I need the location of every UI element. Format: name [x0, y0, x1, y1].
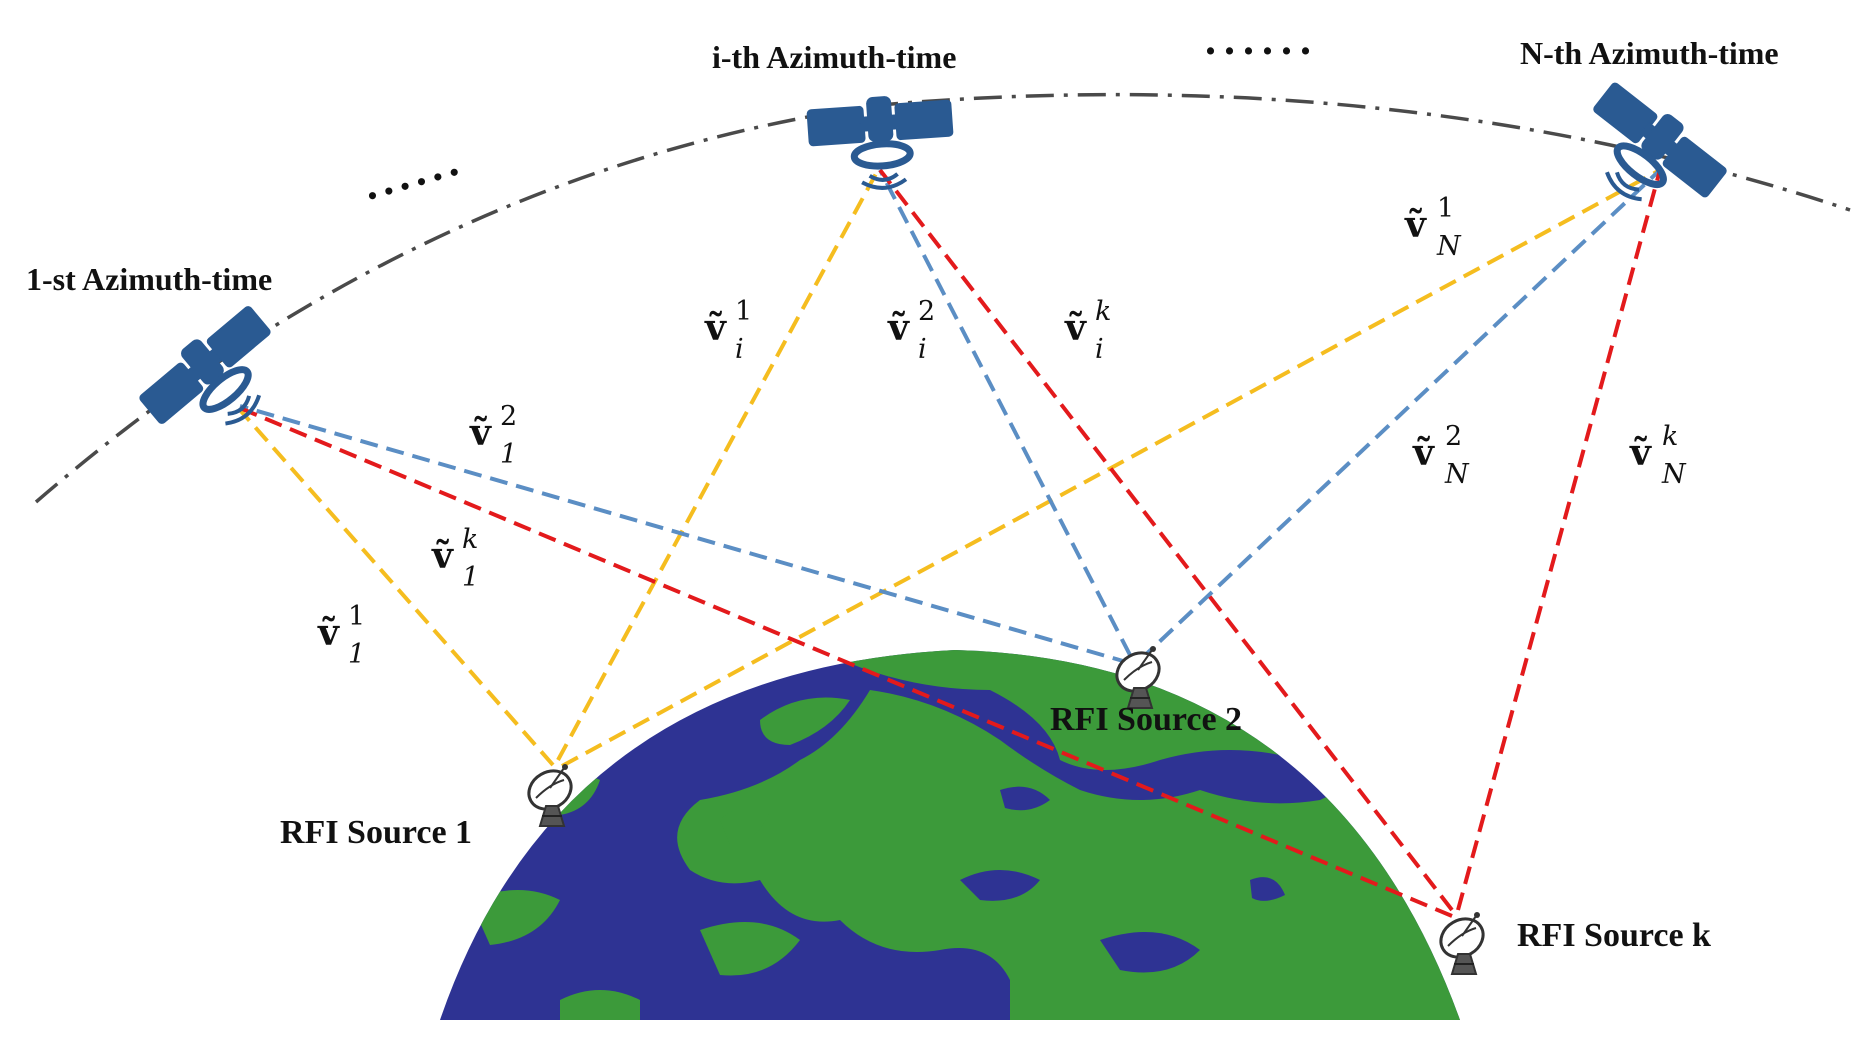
label-rfi2: RFI Source 2 — [1050, 701, 1242, 738]
line-source1-azN — [561, 168, 1661, 768]
line-sourcek-azi — [878, 168, 1454, 912]
svg-text:i: i — [735, 334, 744, 365]
svg-text:ṽ: ṽ — [1412, 432, 1435, 474]
satellite-azN-icon — [1563, 75, 1732, 235]
svg-text:1: 1 — [1437, 193, 1454, 224]
svg-text:1: 1 — [500, 439, 517, 470]
svg-text:k: k — [1662, 421, 1678, 452]
satellite-azi-icon — [806, 92, 956, 193]
svg-text:1: 1 — [462, 562, 479, 593]
vec-vN-1: ṽ 1 N — [1404, 193, 1462, 262]
vec-v1-k: ṽ k 1 — [431, 524, 479, 593]
signal-lines — [238, 168, 1662, 918]
svg-text:ṽ: ṽ — [431, 535, 454, 577]
svg-text:i: i — [918, 334, 927, 365]
label-azN: N-th Azimuth-time — [1520, 35, 1779, 71]
svg-text:ṽ: ṽ — [469, 412, 492, 454]
dots-left: ...... — [357, 134, 469, 209]
line-source1-az1 — [238, 408, 555, 767]
svg-text:2: 2 — [1445, 421, 1462, 452]
svg-text:ṽ: ṽ — [704, 307, 727, 349]
line-sourcek-azN — [1456, 169, 1662, 911]
earth — [440, 650, 1460, 1020]
svg-text:2: 2 — [500, 401, 517, 432]
label-rfi1: RFI Source 1 — [280, 814, 472, 851]
svg-text:ṽ: ṽ — [1404, 204, 1427, 246]
vec-vN-k: ṽ k N — [1629, 421, 1687, 490]
svg-text:ṽ: ṽ — [1064, 307, 1087, 349]
line-source1-azi — [556, 169, 880, 761]
orbit-path — [34, 92, 1851, 504]
svg-text:N: N — [1436, 231, 1462, 262]
dots-right: ...... — [1205, 15, 1319, 64]
svg-text:ṽ: ṽ — [887, 307, 910, 349]
svg-text:1: 1 — [735, 296, 752, 327]
svg-text:k: k — [462, 524, 478, 555]
rfi-sourcek-dish-icon — [1432, 909, 1492, 976]
vec-v1-1: ṽ 1 1 — [317, 601, 365, 670]
line-source2-az1 — [239, 404, 1131, 665]
label-azi: i-th Azimuth-time — [712, 39, 956, 75]
svg-text:k: k — [1095, 296, 1111, 327]
svg-text:N: N — [1444, 459, 1470, 490]
svg-text:ṽ: ṽ — [317, 612, 340, 654]
line-sourcek-az1 — [239, 406, 1453, 918]
svg-text:i: i — [1095, 334, 1104, 365]
label-rfik: RFI Source k — [1517, 917, 1711, 954]
vec-v1-2: ṽ 2 1 — [469, 401, 517, 470]
svg-text:2: 2 — [918, 296, 935, 327]
earth-seas — [960, 786, 1285, 973]
line-source2-azN — [1138, 168, 1662, 662]
svg-text:ṽ: ṽ — [1629, 432, 1652, 474]
svg-text:1: 1 — [348, 639, 365, 670]
vec-vN-2: ṽ 2 N — [1412, 421, 1470, 490]
svg-text:1: 1 — [348, 601, 365, 632]
vec-vi-1: ṽ 1 i — [704, 296, 752, 365]
line-source2-azi — [878, 169, 1132, 656]
vec-vi-k: ṽ k i — [1064, 296, 1111, 365]
label-az1: 1-st Azimuth-time — [26, 261, 272, 297]
vec-vi-2: ṽ 2 i — [887, 296, 935, 365]
svg-text:N: N — [1661, 459, 1687, 490]
